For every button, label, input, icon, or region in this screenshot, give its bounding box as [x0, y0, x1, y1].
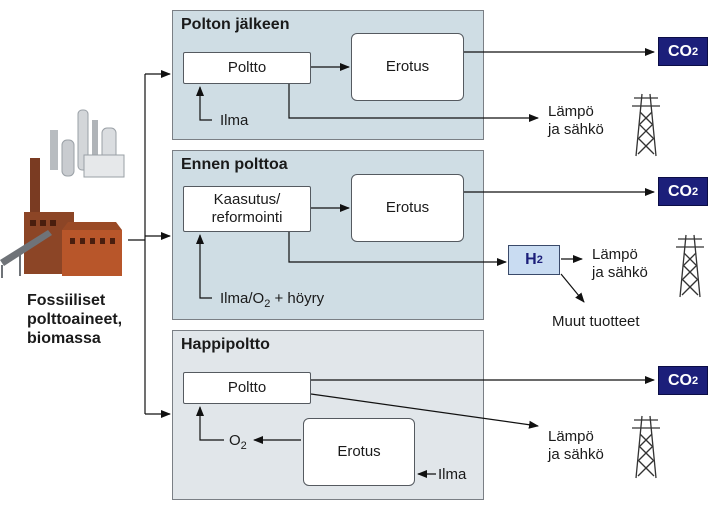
power-pylon-icon	[632, 415, 660, 479]
other-products-label: Muut tuotteet	[552, 313, 640, 330]
combustion-box: Poltto	[183, 52, 311, 84]
source-label-line2: polttoaineet,	[27, 311, 123, 328]
air-o2-steam-input-label: Ilma/O2 + höyry	[220, 290, 325, 310]
power-pylon-icon	[632, 93, 660, 157]
panel-title: Ennen polttoa	[181, 156, 288, 173]
air-input-label: Ilma	[438, 466, 467, 483]
air-input-label: Ilma	[220, 112, 249, 129]
gasification-label-line2: reformointi	[211, 209, 283, 226]
power-pylon-icon	[676, 234, 704, 298]
source-label-line1: Fossiiliset	[27, 292, 106, 309]
gasification-label-line1: Kaasutus/	[213, 191, 281, 208]
separation-box: Erotus	[351, 174, 464, 242]
separation-box: Erotus	[351, 33, 464, 101]
combustion-box: Poltto	[183, 372, 311, 404]
o2-label: O2	[229, 432, 247, 452]
panel-title: Polton jälkeen	[181, 16, 290, 33]
factory-icon	[0, 109, 125, 278]
panel-title: Happipoltto	[181, 336, 270, 353]
separation-box: Erotus	[303, 418, 415, 486]
gasification-box: Kaasutus/ reformointi	[183, 186, 311, 232]
source-label-line3: biomassa	[27, 330, 101, 347]
